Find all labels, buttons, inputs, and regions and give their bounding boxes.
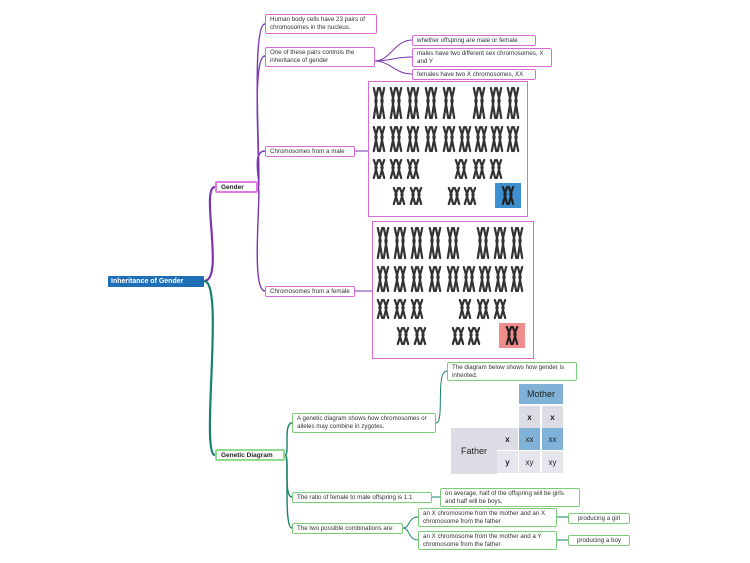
chromosome-pair bbox=[472, 158, 486, 180]
mother-header: Mother bbox=[519, 384, 563, 404]
chromosome-pairs-note[interactable]: Human body cells have 23 pairs of chromo… bbox=[265, 14, 377, 34]
chromosome-pair bbox=[494, 265, 508, 293]
chromosome-pair bbox=[406, 86, 420, 120]
chromosome-pair bbox=[424, 86, 438, 120]
chromosome-pair bbox=[506, 86, 520, 120]
chromosome-pair bbox=[510, 265, 524, 293]
female-chromosomes-note[interactable]: females have two X chromosomes, XX bbox=[412, 69, 536, 80]
chromosome-pair bbox=[446, 226, 460, 260]
chromosome-pair bbox=[413, 326, 427, 346]
chromosome-pair bbox=[406, 125, 420, 153]
chromosome-pair bbox=[389, 125, 403, 153]
chromosome-pair bbox=[393, 265, 407, 293]
chromosome-pair bbox=[506, 125, 520, 153]
producing-boy-note[interactable]: producing a boy bbox=[568, 535, 630, 546]
chromosome-pair bbox=[372, 86, 386, 120]
male-karyotype-image bbox=[368, 81, 528, 217]
chromosome-pair bbox=[505, 325, 519, 346]
offspring-xy-1: xy bbox=[519, 451, 540, 473]
ratio-explanation-note[interactable]: on average, half of the offspring will b… bbox=[440, 488, 580, 507]
chromosome-pair bbox=[392, 186, 406, 206]
chromosome-pair bbox=[462, 265, 476, 293]
chromosome-pair bbox=[447, 186, 461, 206]
chromosome-pair bbox=[446, 265, 460, 293]
chromosome-pair bbox=[389, 158, 403, 180]
chromosome-pair bbox=[458, 125, 472, 153]
ratio-note[interactable]: The ratio of female to male offspring is… bbox=[292, 492, 432, 503]
offspring-xx-1: xx bbox=[519, 428, 540, 450]
chromosome-pair bbox=[442, 125, 456, 153]
mother-allele-2: x bbox=[542, 406, 563, 428]
chromosome-pair bbox=[410, 265, 424, 293]
chromosome-pair bbox=[493, 226, 507, 260]
chromosome-pair bbox=[376, 226, 390, 260]
chromosome-pair bbox=[410, 298, 424, 320]
chromosome-pair bbox=[428, 265, 442, 293]
chromosome-pair bbox=[393, 226, 407, 260]
father-allele-2: y bbox=[497, 451, 518, 473]
chromosome-pair bbox=[410, 226, 424, 260]
chromosome-pair bbox=[510, 226, 524, 260]
chromosome-pair bbox=[424, 125, 438, 153]
chromosome-pair bbox=[393, 298, 407, 320]
offspring-xy-2: xy bbox=[542, 451, 563, 473]
chromosome-pair bbox=[458, 298, 472, 320]
chromosome-pair bbox=[467, 326, 481, 346]
root-node[interactable]: Inheritance of Gender bbox=[108, 276, 204, 287]
offspring-xx-2: xx bbox=[542, 428, 563, 450]
chromosome-pair bbox=[489, 86, 503, 120]
chromosome-pair bbox=[493, 298, 507, 320]
genetic-diagram-branch[interactable]: Genetic Diagram bbox=[215, 449, 285, 461]
chromosome-pair bbox=[490, 125, 504, 153]
gender-branch[interactable]: Gender bbox=[215, 181, 258, 193]
mother-allele-1: x bbox=[519, 406, 540, 428]
genetic-diagram-label: Genetic Diagram bbox=[221, 452, 273, 459]
chromosome-pair bbox=[396, 326, 410, 346]
male-chromosomes-note[interactable]: males have two different sex chromosomes… bbox=[412, 48, 552, 67]
chromosome-pair bbox=[428, 226, 442, 260]
chromosome-pair bbox=[406, 158, 420, 180]
gender-control-note[interactable]: One of these pairs controls the inherita… bbox=[265, 47, 375, 67]
chromosome-pair bbox=[372, 158, 386, 180]
father-allele-1: x bbox=[497, 428, 518, 450]
chromosome-pair bbox=[489, 158, 503, 180]
combination-xy-note[interactable]: an X chromosome from the mother and a Y … bbox=[418, 531, 557, 550]
chromosome-pair bbox=[409, 186, 423, 206]
chromosome-pair bbox=[472, 86, 486, 120]
chromosome-pair bbox=[442, 86, 456, 120]
root-label: Inheritance of Gender bbox=[111, 278, 184, 285]
male-chromosomes-label[interactable]: Chromosomes from a male bbox=[265, 146, 355, 157]
gender-label: Gender bbox=[221, 184, 244, 191]
chromosome-pair bbox=[451, 326, 465, 346]
female-chromosomes-label[interactable]: Chromosomes from a female bbox=[265, 286, 355, 297]
chromosome-pair bbox=[389, 86, 403, 120]
chromosome-pair bbox=[376, 298, 390, 320]
combinations-note[interactable]: The two possible combinations are: bbox=[292, 523, 403, 534]
producing-girl-note[interactable]: producing a girl bbox=[568, 513, 630, 524]
offspring-note[interactable]: whether offspring are male or female bbox=[412, 35, 536, 46]
chromosome-pair bbox=[501, 185, 515, 206]
father-header: Father bbox=[451, 428, 497, 474]
chromosome-pair bbox=[463, 186, 477, 206]
chromosome-pair bbox=[376, 265, 390, 293]
chromosome-pair bbox=[478, 265, 492, 293]
chromosome-pair bbox=[372, 125, 386, 153]
inheritance-diagram-note[interactable]: The diagram below shows how gender is in… bbox=[447, 362, 577, 381]
chromosome-pair bbox=[476, 298, 490, 320]
combination-xx-note[interactable]: an X chromosome from the mother and an X… bbox=[418, 508, 557, 527]
chromosome-pair bbox=[454, 158, 468, 180]
chromosome-pair bbox=[476, 226, 490, 260]
female-karyotype-image bbox=[372, 221, 534, 359]
genetic-diagram-note[interactable]: A genetic diagram shows how chromosomes … bbox=[292, 413, 436, 433]
chromosome-pair bbox=[474, 125, 488, 153]
